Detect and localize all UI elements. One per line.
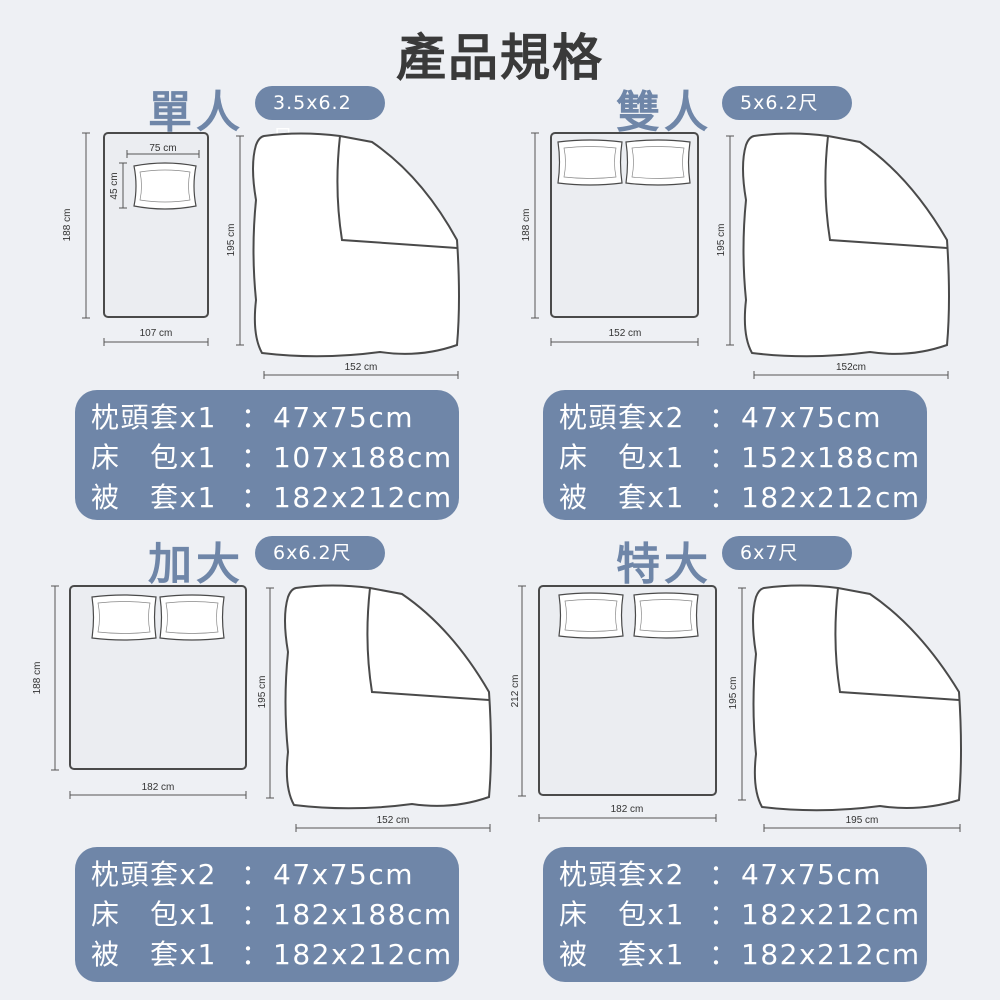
spec-label: 被 套x1 xyxy=(91,938,217,971)
bed-width-label: 182 cm xyxy=(142,782,175,793)
spec-row: 被 套x1：182x212cm xyxy=(559,935,927,975)
spec-row: 床 包x1：107x188cm xyxy=(91,438,459,478)
size-badge: 3.5x6.2尺 xyxy=(255,86,385,148)
size-badge: 5x6.2尺 xyxy=(722,86,852,120)
size-diagram: 188 cm 152 cm 195 cm 152cm xyxy=(521,132,950,379)
spec-value: 182x212cm xyxy=(741,898,921,931)
section-title: 加大 xyxy=(148,539,244,590)
section-double: 雙人 5x6.2尺 188 cm 152 cm 195 cm 152cm 枕頭套… xyxy=(500,0,1000,520)
size-diagram: 188 cm 75 cm 45 cm 107 cm 195 cm 152 cm xyxy=(62,132,460,379)
duvet-length-label: 195 cm xyxy=(257,676,268,709)
page-title: 產品規格 xyxy=(396,29,604,87)
spec-row: 枕頭套x1：47x75cm xyxy=(91,398,459,438)
bed-width-label: 152 cm xyxy=(609,328,642,339)
spec-label: 枕頭套x1 xyxy=(91,401,217,434)
duvet-length-label: 195 cm xyxy=(226,224,237,257)
duvet-length-label: 195 cm xyxy=(716,224,727,257)
pillow-icon xyxy=(91,594,157,641)
spec-row: 枕頭套x2：47x75cm xyxy=(559,855,927,895)
size-badge: 6x6.2尺 xyxy=(255,536,385,570)
spec-label: 床 包x1 xyxy=(559,441,685,474)
pillow-width-label: 75 cm xyxy=(149,143,176,154)
spec-row: 被 套x1：182x212cm xyxy=(559,478,927,518)
spec-label: 被 套x1 xyxy=(559,938,685,971)
bed-width-label: 107 cm xyxy=(140,328,173,339)
spec-value: 107x188cm xyxy=(273,441,453,474)
spec-value: 152x188cm xyxy=(741,441,921,474)
spec-box: 枕頭套x2：47x75cm 床 包x1：182x188cm 被 套x1：182x… xyxy=(75,847,459,982)
duvet-icon xyxy=(752,584,962,812)
spec-row: 被 套x1：182x212cm xyxy=(91,478,459,518)
size-diagram: 212 cm 182 cm 195 cm 195 cm xyxy=(510,584,962,832)
pillow-icon xyxy=(558,592,624,639)
section-title: 單人 xyxy=(148,87,244,138)
section-king: 特大 6x7尺 212 cm 182 cm 195 cm 195 cm 枕頭套x… xyxy=(500,520,1000,990)
spec-label: 枕頭套x2 xyxy=(559,858,685,891)
spec-label: 床 包x1 xyxy=(91,441,217,474)
duvet-width-label: 195 cm xyxy=(846,815,879,826)
duvet-width-label: 152cm xyxy=(836,362,866,373)
duvet-width-label: 152 cm xyxy=(377,815,410,826)
spec-row: 枕頭套x2：47x75cm xyxy=(91,855,459,895)
pillow-icon xyxy=(625,139,691,186)
spec-label: 被 套x1 xyxy=(559,481,685,514)
duvet-icon xyxy=(284,584,492,810)
size-badge: 6x7尺 xyxy=(722,536,852,570)
duvet-icon xyxy=(252,132,460,358)
spec-label: 床 包x1 xyxy=(91,898,217,931)
spec-label: 被 套x1 xyxy=(91,481,217,514)
spec-value: 47x75cm xyxy=(273,401,414,434)
spec-value: 47x75cm xyxy=(273,858,414,891)
size-diagram: 188 cm 182 cm 195 cm 152 cm xyxy=(32,584,492,832)
spec-value: 47x75cm xyxy=(741,401,882,434)
bed-length-label: 188 cm xyxy=(62,209,73,242)
spec-label: 床 包x1 xyxy=(559,898,685,931)
spec-box: 枕頭套x2：47x75cm 床 包x1：152x188cm 被 套x1：182x… xyxy=(543,390,927,520)
spec-value: 182x212cm xyxy=(273,938,453,971)
section-title: 雙人 xyxy=(616,87,712,138)
duvet-length-label: 195 cm xyxy=(728,677,739,710)
bed-length-label: 188 cm xyxy=(32,662,43,695)
pillow-icon xyxy=(633,592,699,639)
pillow-icon xyxy=(557,139,623,186)
spec-value: 47x75cm xyxy=(741,858,882,891)
section-title: 特大 xyxy=(616,539,712,590)
spec-value: 182x212cm xyxy=(741,938,921,971)
section-queen: 加大 6x6.2尺 188 cm 182 cm 195 cm 152 cm 枕頭… xyxy=(0,520,500,990)
bed-length-label: 188 cm xyxy=(521,209,532,242)
spec-row: 床 包x1：182x188cm xyxy=(91,895,459,935)
bed-length-label: 212 cm xyxy=(510,675,521,708)
bed-width-label: 182 cm xyxy=(611,804,644,815)
bed-outline xyxy=(103,132,209,318)
section-single: 單人 3.5x6.2尺 188 cm 75 cm 45 cm 107 cm 19… xyxy=(0,0,500,520)
pillow-icon xyxy=(133,162,197,210)
spec-row: 床 包x1：152x188cm xyxy=(559,438,927,478)
spec-label: 枕頭套x2 xyxy=(91,858,217,891)
spec-row: 被 套x1：182x212cm xyxy=(91,935,459,975)
spec-value: 182x212cm xyxy=(741,481,921,514)
pillow-height-label: 45 cm xyxy=(109,172,120,199)
pillow-icon xyxy=(159,594,225,641)
spec-row: 床 包x1：182x212cm xyxy=(559,895,927,935)
spec-box: 枕頭套x1：47x75cm 床 包x1：107x188cm 被 套x1：182x… xyxy=(75,390,459,520)
spec-label: 枕頭套x2 xyxy=(559,401,685,434)
spec-box: 枕頭套x2：47x75cm 床 包x1：182x212cm 被 套x1：182x… xyxy=(543,847,927,982)
spec-value: 182x212cm xyxy=(273,481,453,514)
spec-row: 枕頭套x2：47x75cm xyxy=(559,398,927,438)
duvet-width-label: 152 cm xyxy=(345,362,378,373)
spec-value: 182x188cm xyxy=(273,898,453,931)
duvet-icon xyxy=(742,132,950,358)
